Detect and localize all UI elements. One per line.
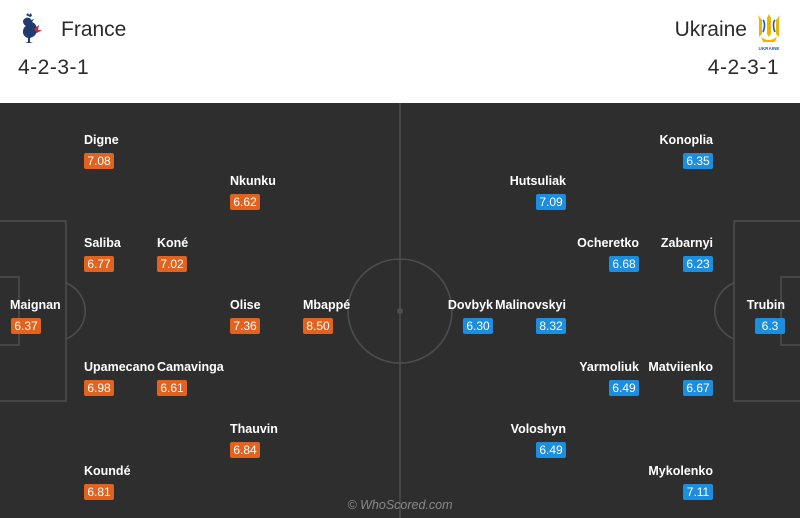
player-rating-badge: 6.35	[683, 153, 713, 169]
player-name: Nkunku	[230, 174, 276, 188]
player-rating-badge: 6.61	[157, 380, 187, 396]
player-name: Ocheretko	[577, 236, 639, 250]
player-name: Olise	[230, 298, 261, 312]
player-rating-badge: 7.36	[230, 318, 260, 334]
player-rating-badge: 6.62	[230, 194, 260, 210]
pitch: Digne 7.08 Nkunku 6.62 Saliba 6.77 Koné …	[0, 103, 800, 518]
player-name: Saliba	[84, 236, 121, 250]
player-rating-badge: 6.37	[11, 318, 41, 334]
player-rating-badge: 7.11	[683, 484, 713, 500]
player-rating-badge: 6.68	[609, 256, 639, 272]
player-rating-badge: 7.09	[536, 194, 566, 210]
away-team-name: Ukraine	[674, 18, 747, 41]
player-name: Voloshyn	[510, 422, 566, 436]
player-name: Yarmoliuk	[579, 360, 639, 374]
home-formation: 4-2-3-1	[18, 56, 90, 79]
player-name: Koundé	[84, 464, 131, 478]
ukraine-logo-text: UKRAINE	[759, 46, 780, 51]
player-name: Dovbyk	[447, 298, 493, 312]
player-name: Mykolenko	[648, 464, 713, 478]
player-rating-badge: 6.3	[755, 318, 785, 334]
player-name: Trubin	[746, 298, 785, 312]
player-name: Mbappé	[303, 298, 351, 312]
player-rating-badge: 6.77	[84, 256, 114, 272]
player-rating-badge: 6.23	[683, 256, 713, 272]
home-team-name: France	[61, 18, 127, 41]
pitch-markings	[0, 103, 800, 518]
player-name: Matviienko	[648, 360, 713, 374]
player-rating-badge: 8.50	[303, 318, 333, 334]
player-rating-badge: 7.02	[157, 256, 187, 272]
player-rating-badge: 6.98	[84, 380, 114, 396]
france-rooster-crest-icon	[23, 13, 42, 43]
player-rating-badge: 7.08	[84, 153, 114, 169]
player-rating-badge: 6.81	[84, 484, 114, 500]
player-rating-badge: 6.49	[536, 442, 566, 458]
player-name: Hutsuliak	[509, 174, 566, 188]
whoscored-watermark: © WhoScored.com	[347, 498, 453, 512]
player-name: Thauvin	[230, 422, 278, 436]
lineup-header: France 4-2-3-1 UKRAINE Ukraine 4-2-3-1	[0, 0, 800, 103]
player-rating-badge: 6.67	[683, 380, 713, 396]
player-name: Koné	[157, 236, 189, 250]
player-name: Malinovskyi	[495, 298, 566, 312]
player-name: Konoplia	[659, 133, 713, 147]
player-name: Maignan	[10, 298, 61, 312]
player-rating-badge: 6.84	[230, 442, 260, 458]
player-rating-badge: 6.49	[609, 380, 639, 396]
away-formation: 4-2-3-1	[707, 56, 779, 79]
player-rating-badge: 8.32	[536, 318, 566, 334]
player-rating-badge: 6.30	[463, 318, 493, 334]
ukraine-trident-crest-icon: UKRAINE	[758, 14, 780, 51]
player-name: Upamecano	[84, 360, 155, 374]
player-name: Zabarnyi	[660, 236, 713, 250]
player-name: Digne	[84, 133, 119, 147]
player-name: Camavinga	[157, 360, 224, 374]
